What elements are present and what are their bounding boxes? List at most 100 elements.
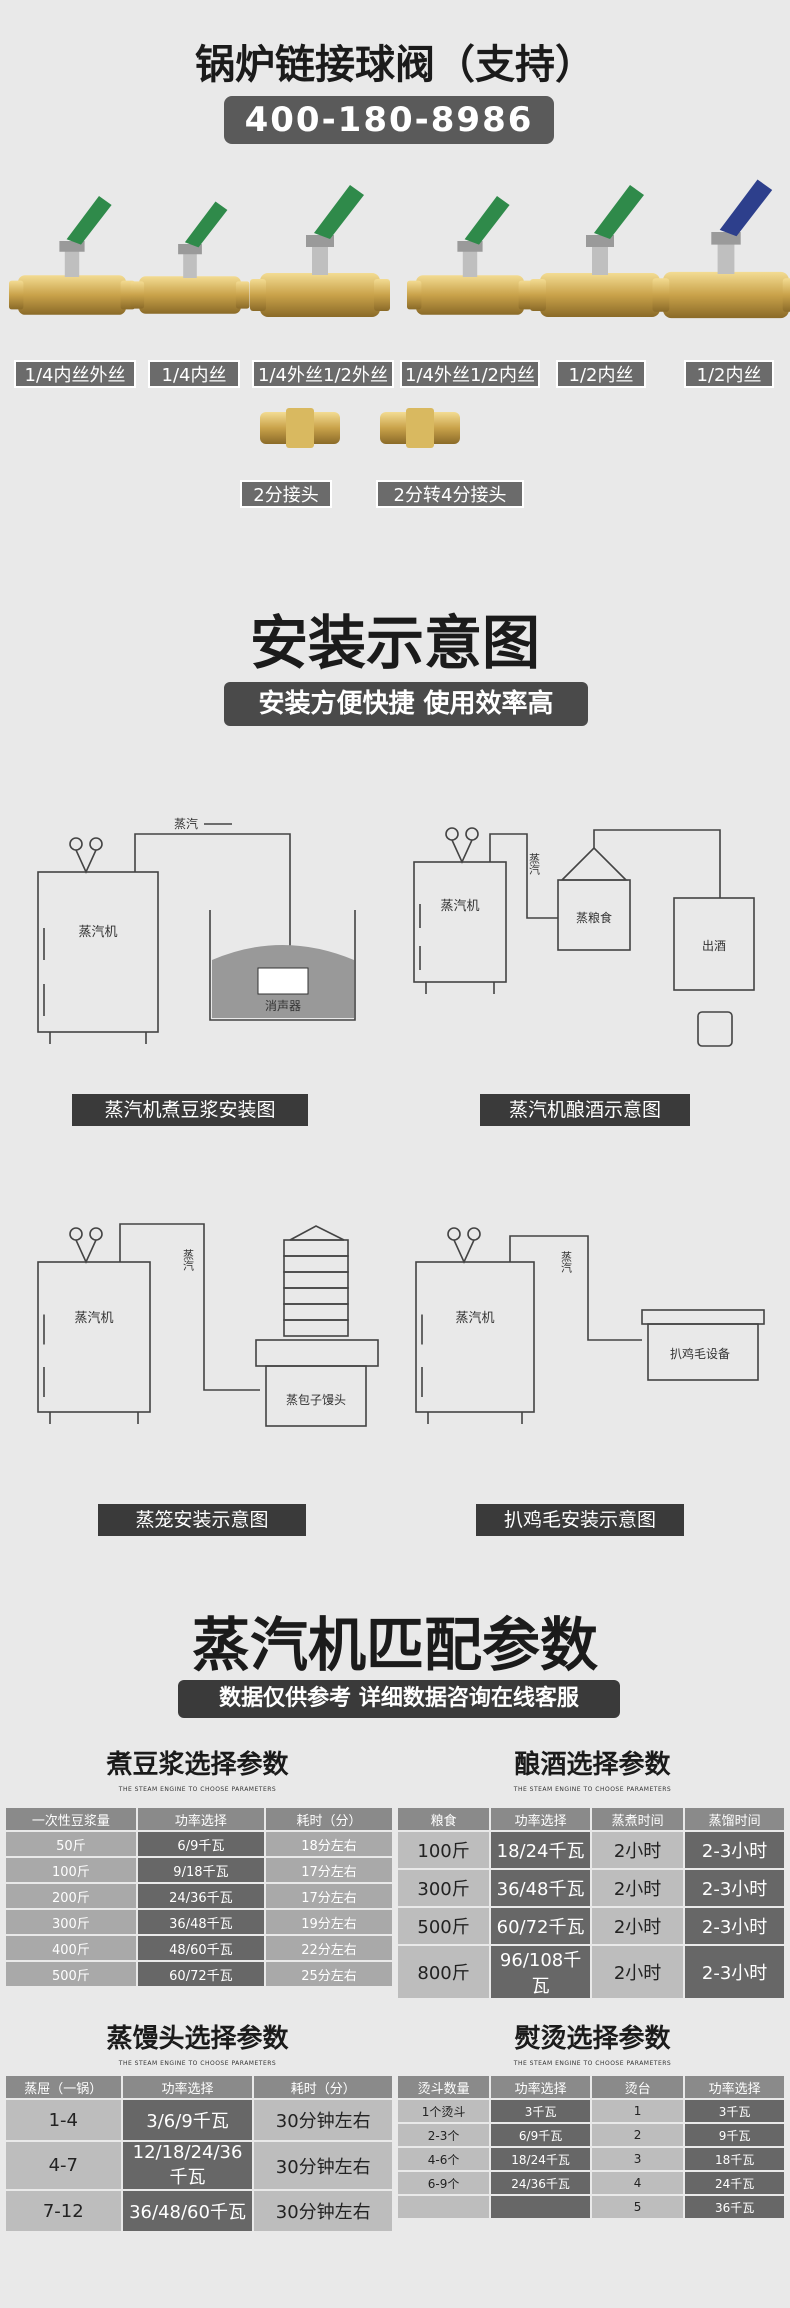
params-title: 蒸汽机匹配参数 <box>191 1611 598 1679</box>
bun-h1: 蒸屉（一锅） <box>6 2076 121 2098</box>
table-cell: 2 <box>591 2124 684 2146</box>
table-cell: 3千瓦 <box>491 2100 590 2122</box>
table-cell: 9千瓦 <box>685 2124 784 2146</box>
gauge-icon <box>445 827 459 841</box>
iron-h2: 功率选择 <box>491 2076 590 2098</box>
table-cell: 9/18千瓦 <box>137 1858 264 1882</box>
target-label: 消声器 <box>265 999 301 1013</box>
soy-h3: 耗时（分） <box>265 1808 392 1830</box>
target-label: 出酒 <box>702 939 726 953</box>
table-cell: 3 <box>591 2148 684 2170</box>
table-cell: 2小时 <box>591 1908 684 1944</box>
table-cell: 12/18/24/36千瓦 <box>122 2142 253 2189</box>
gauge-icon <box>447 1227 461 1241</box>
valve-label-6: 1/2内丝 <box>684 360 774 388</box>
table-cell: 30分钟左右 <box>254 2100 392 2140</box>
bun-h3: 耗时（分） <box>254 2076 392 2098</box>
table-cell: 24/36千瓦 <box>137 1884 264 1908</box>
install-subtitle: 安装方便快捷 使用效率高 <box>224 682 588 726</box>
table-cell: 1-4 <box>6 2100 121 2140</box>
table-cell: 60/72千瓦 <box>137 1962 264 1986</box>
table-cell: 24/36千瓦 <box>491 2172 590 2194</box>
steamer-tray <box>283 1287 349 1305</box>
table-cell: 30分钟左右 <box>254 2191 392 2231</box>
tank <box>209 910 356 1021</box>
table-cell: 2小时 <box>591 1946 684 1998</box>
table-cell: 18分左右 <box>265 1832 392 1856</box>
steam-pipe <box>119 1223 260 1391</box>
table-cell: 500斤 <box>398 1908 490 1944</box>
table-cell: 2-3小时 <box>685 1908 784 1944</box>
valve-icon <box>130 201 250 314</box>
table-cell: 3千瓦 <box>685 2100 784 2122</box>
table-cell: 25分左右 <box>265 1962 392 1986</box>
steam-pipe <box>134 833 291 962</box>
target-label: 扒鸡毛设备 <box>670 1346 730 1361</box>
soy-title: 煮豆浆选择参数 <box>106 1750 289 1780</box>
table-cell: 36/48/60千瓦 <box>122 2191 253 2231</box>
bun-title: 蒸馒头选择参数 <box>106 2024 289 2054</box>
table-cell: 36/48千瓦 <box>137 1910 264 1934</box>
phone-pill[interactable]: 400-180-8986 <box>224 96 554 144</box>
machine-label: 蒸汽机 <box>78 925 117 940</box>
table-cell: 50斤 <box>6 1832 136 1856</box>
valve-icon <box>8 196 135 315</box>
valve-icon <box>652 179 790 319</box>
wine-h3: 蒸煮时间 <box>591 1808 684 1830</box>
muffler <box>257 967 309 995</box>
table-cell: 800斤 <box>398 1946 490 1998</box>
table-cell: 4-6个 <box>398 2148 490 2170</box>
table-cell: 2-3小时 <box>685 1870 784 1906</box>
wine-en-sub: THE STEAM ENGINE TO CHOOSE PARAMETERS <box>513 1786 672 1793</box>
table-cell <box>398 2196 490 2218</box>
table-cell: 3/6/9千瓦 <box>122 2100 253 2140</box>
gauge-icon <box>467 1227 481 1241</box>
soy-en-sub: THE STEAM ENGINE TO CHOOSE PARAMETERS <box>118 1786 277 1793</box>
diagram-caption-1: 蒸汽机煮豆浆安装图 <box>72 1094 308 1126</box>
wine-title: 酿酒选择参数 <box>514 1750 671 1780</box>
gauge-icon <box>69 837 83 851</box>
gauge-icon <box>89 837 103 851</box>
valve-label-5: 1/2内丝 <box>556 360 646 388</box>
table-cell: 2-3个 <box>398 2124 490 2146</box>
table-cell: 24千瓦 <box>685 2172 784 2194</box>
plucker <box>647 1323 759 1381</box>
table-cell: 60/72千瓦 <box>491 1908 590 1944</box>
valve-label-3: 1/4外丝1/2外丝 <box>252 360 394 388</box>
gauge-icon <box>69 1227 83 1241</box>
soy-h1: 一次性豆浆量 <box>6 1808 136 1830</box>
machine-label: 蒸汽机 <box>74 1311 113 1326</box>
table-cell: 17分左右 <box>265 1858 392 1882</box>
valve-label-1: 1/4内丝外丝 <box>14 360 136 388</box>
table-cell: 19分左右 <box>265 1910 392 1934</box>
table-cell: 6/9千瓦 <box>491 2124 590 2146</box>
diagram-caption-4: 扒鸡毛安装示意图 <box>476 1504 684 1536</box>
valve-label-4: 1/4外丝1/2内丝 <box>400 360 540 388</box>
fitting-label-2: 2分转4分接头 <box>376 480 524 508</box>
wine-h4: 蒸馏时间 <box>685 1808 784 1830</box>
valve-icon <box>407 196 533 315</box>
params-subtitle: 数据仅供参考 详细数据咨询在线客服 <box>178 1680 620 1718</box>
valve-icon <box>250 185 390 317</box>
gauge-icon <box>89 1227 103 1241</box>
iron-h1: 烫斗数量 <box>398 2076 490 2098</box>
table-cell: 17分左右 <box>265 1884 392 1908</box>
table-cell: 2-3小时 <box>685 1946 784 1998</box>
